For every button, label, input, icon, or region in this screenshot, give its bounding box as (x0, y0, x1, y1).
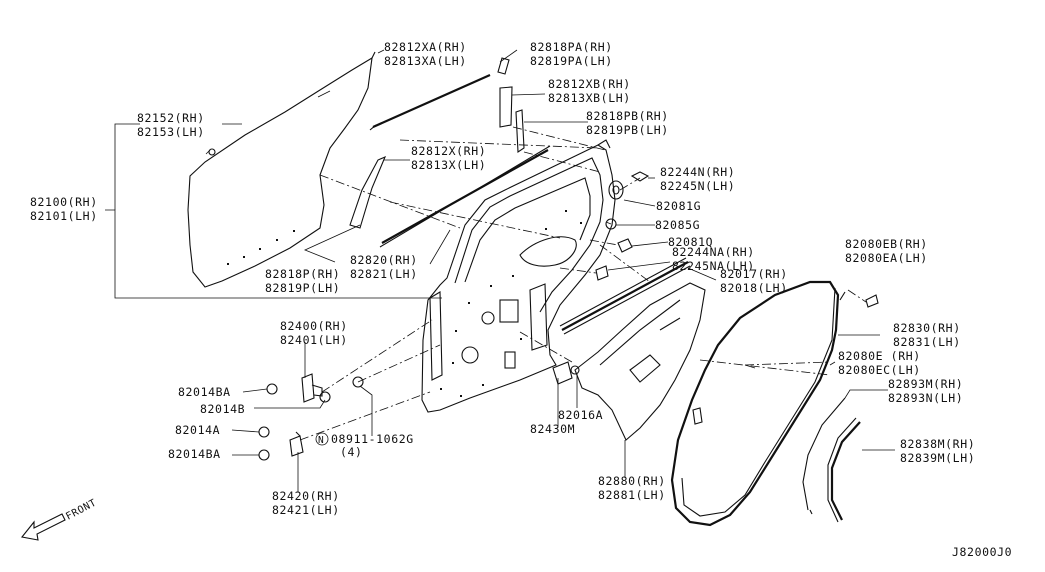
label-82813xa: 82813XA(LH) (384, 54, 467, 68)
hinge-82420 (289, 431, 304, 457)
strip-82838m (830, 421, 861, 521)
door-trim-panel-82880 (574, 282, 706, 441)
label-82880: 82880(RH) (598, 474, 666, 488)
label-82014b: 82014B (200, 402, 245, 416)
bolt-82014ba-lower (258, 449, 270, 461)
label-82812xb: 82812XB(RH) (548, 77, 631, 91)
part-labels: 82812XA(RH) 82813XA(LH) 82818PA(RH) 8281… (30, 40, 975, 517)
label-82820: 82820(RH) (350, 253, 418, 267)
leader-lines (105, 49, 895, 492)
corner-trim-82812x (349, 155, 387, 229)
molding-strip-82812xa (372, 73, 491, 129)
plug-82085g (605, 218, 617, 230)
bolt-82014a (258, 426, 270, 438)
label-82818p: 82818P(RH) (265, 267, 340, 281)
plug-82081q (617, 238, 633, 253)
label-82081q: 82081Q (668, 235, 713, 249)
label-82014a: 82014A (175, 423, 220, 437)
diagram-id: J82000J0 (952, 545, 1012, 559)
label-82017: 82017(RH) (720, 267, 788, 281)
front-arrow-icon (20, 513, 66, 541)
label-82813xb: 82813XB(LH) (548, 91, 631, 105)
door-inner-frame (421, 139, 616, 413)
label-82153: 82153(LH) (137, 125, 205, 139)
label-82893m: 82893M(RH) (888, 377, 963, 391)
label-82819pb: 82819PB(LH) (586, 123, 669, 137)
label-82244n: 82244N(RH) (660, 165, 735, 179)
label-82819p: 82819P(LH) (265, 281, 340, 295)
clip-82244na (595, 265, 609, 281)
label-82838m: 82838M(RH) (900, 437, 975, 451)
label-82881: 82881(LH) (598, 488, 666, 502)
label-82812x: 82812X(RH) (411, 144, 486, 158)
bolt-82014ba-upper (266, 383, 278, 395)
label-82430m: 82430M (530, 422, 575, 436)
label-82818pa: 82818PA(RH) (530, 40, 613, 54)
label-82016a: 82016A (558, 408, 603, 422)
door-check-82430m (552, 361, 573, 385)
bolt-82014b (319, 391, 331, 403)
weatherstrip-82830 (670, 280, 840, 527)
label-82245na: 82245NA(LH) (672, 259, 755, 273)
grommet-82081g (608, 180, 624, 200)
label-82080ec: 82080EC(LH) (838, 363, 921, 377)
label-82014ba-upper: 82014BA (178, 385, 231, 399)
label-82080ea: 82080EA(LH) (845, 251, 928, 265)
front-label: FRONT (64, 497, 98, 522)
label-82100: 82100(RH) (30, 195, 98, 209)
seal-strip-82017 (561, 261, 689, 331)
label-82831: 82831(LH) (893, 335, 961, 349)
label-82821: 82821(LH) (350, 267, 418, 281)
strip-82893m (802, 397, 846, 511)
label-82245n: 82245N(LH) (660, 179, 735, 193)
bolt-82016a (570, 365, 580, 375)
label-82401: 82401(LH) (280, 333, 348, 347)
label-82818pb: 82818PB(RH) (586, 109, 669, 123)
label-82101: 82101(LH) (30, 209, 98, 223)
label-82812xa: 82812XA(RH) (384, 40, 467, 54)
trim-82812xb (499, 86, 513, 128)
front-direction-indicator: FRONT (20, 497, 99, 541)
label-08911: 08911-1062G (331, 432, 414, 446)
label-82421: 82421(LH) (272, 503, 340, 517)
trim-82818pb (515, 109, 525, 153)
label-82420: 82420(RH) (272, 489, 340, 503)
label-08911-qty: (4) (340, 445, 363, 459)
clip-82244n (630, 171, 650, 182)
label-82400: 82400(RH) (280, 319, 348, 333)
hinge-82400 (301, 373, 323, 403)
n-symbol-icon: N (315, 432, 329, 446)
label-82152: 82152(RH) (137, 111, 205, 125)
assembly-lines (299, 126, 867, 441)
label-82813x: 82813X(LH) (411, 158, 486, 172)
label-82244na: 82244NA(RH) (672, 245, 755, 259)
clip-82080eb (865, 294, 879, 308)
label-82014ba-lower: 82014BA (168, 447, 221, 461)
label-82819pa: 82819PA(LH) (530, 54, 613, 68)
label-82893n: 82893N(LH) (888, 391, 963, 405)
strip-82818pa (497, 57, 510, 75)
outer-door-panel (187, 51, 376, 288)
label-82830: 82830(RH) (893, 321, 961, 335)
n-symbol-text: N (318, 435, 324, 446)
label-82839m: 82839M(LH) (900, 451, 975, 465)
nut-08911 (352, 376, 364, 388)
label-82085g: 82085G (655, 218, 700, 232)
label-82080e: 82080E (RH) (838, 349, 921, 363)
label-82018: 82018(LH) (720, 281, 788, 295)
label-82081g: 82081G (656, 199, 701, 213)
label-82080eb: 82080EB(RH) (845, 237, 928, 251)
